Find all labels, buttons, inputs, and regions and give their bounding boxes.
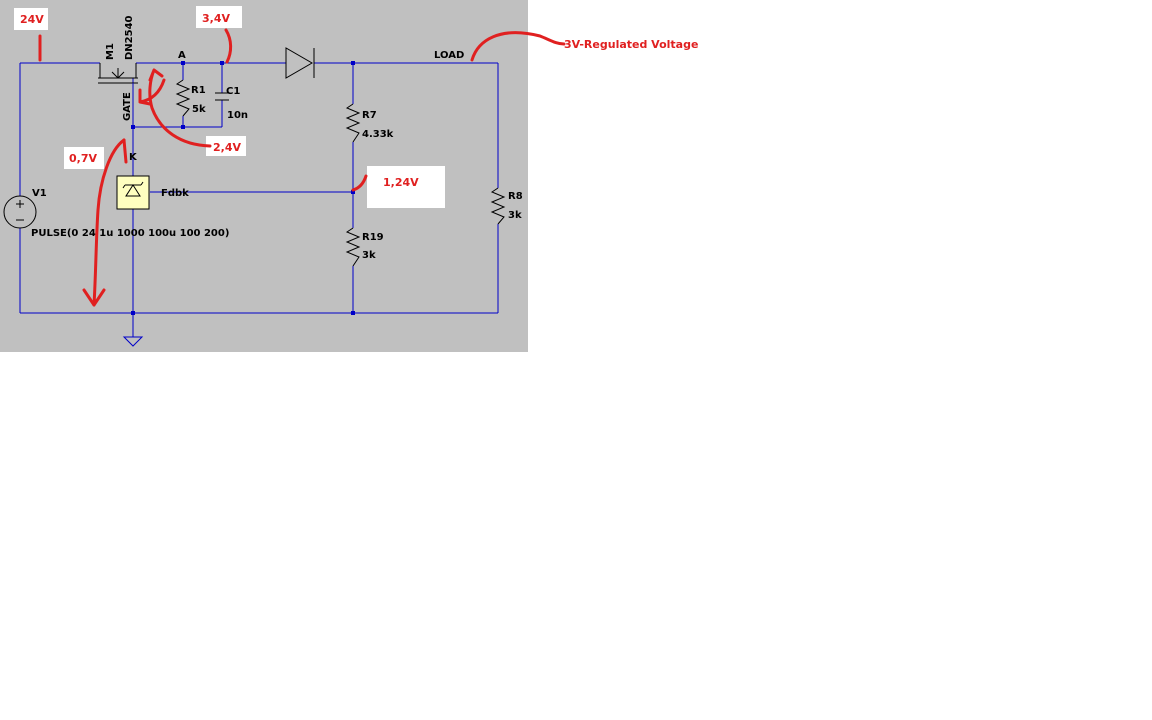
shunt-regulator	[116, 175, 150, 210]
annotation-0-7v: 0,7V	[69, 152, 97, 165]
mosfet-m1	[98, 63, 138, 88]
junction-dot	[351, 61, 355, 65]
fdbk-label: Fdbk	[161, 188, 189, 199]
r8-ref: R8	[508, 191, 523, 202]
annotation-box	[14, 8, 48, 30]
m1-model: DN2540	[124, 15, 135, 60]
junction-dot	[351, 311, 355, 315]
r7-ref: R7	[362, 110, 377, 121]
junctions	[131, 61, 355, 315]
wires	[19, 62, 499, 337]
annotation-box	[196, 6, 242, 28]
resistor-r8	[490, 187, 506, 225]
annotation-box	[64, 147, 104, 169]
stroke-3-4v	[224, 28, 233, 64]
annotation-3-4v: 3,4V	[202, 12, 230, 25]
capacitor-c1	[215, 92, 229, 101]
r7-value: 4.33k	[362, 129, 394, 140]
annotation-strokes	[38, 28, 566, 307]
annotation-box	[206, 136, 246, 156]
r1-value: 5k	[192, 104, 206, 115]
annotation-box	[367, 166, 445, 208]
v1-ref: V1	[32, 188, 47, 199]
annotation-1-24v: 1,24V	[383, 176, 419, 189]
annotation-24v: 24V	[20, 13, 44, 26]
resistor-r1	[175, 79, 191, 117]
junction-dot	[131, 311, 135, 315]
voltage-source-v1	[3, 195, 37, 229]
r19-ref: R19	[362, 232, 384, 243]
ground-symbol	[122, 336, 144, 347]
load-label: LOAD	[434, 50, 464, 61]
junction-dot	[181, 125, 185, 129]
stroke-2-4v-arrow-b	[138, 78, 166, 106]
stroke-0-7v-arrow	[82, 138, 126, 307]
r1-ref: R1	[191, 85, 206, 96]
r19-value: 3k	[362, 250, 376, 261]
junction-dot	[131, 125, 135, 129]
v1-value: PULSE(0 24 1u 1000 100u 100 200)	[31, 228, 229, 239]
stroke-0-7v-tick	[122, 138, 128, 164]
stroke-regulated	[470, 31, 566, 62]
junction-dot	[181, 61, 185, 65]
stroke-1-24v	[351, 174, 368, 192]
annotation-regulated-voltage: 3V-Regulated Voltage	[564, 38, 698, 51]
junction-dot	[220, 61, 224, 65]
node-k-label: K	[129, 152, 138, 163]
resistor-r19	[345, 227, 361, 267]
junction-dot	[351, 190, 355, 194]
resistor-r7	[345, 103, 361, 143]
r8-value: 3k	[508, 210, 522, 221]
annotation-2-4v: 2,4V	[213, 141, 241, 154]
diode	[285, 47, 315, 79]
c1-ref: C1	[226, 86, 240, 97]
stroke-2-4v-arrow-a	[148, 68, 212, 148]
annotation-boxes	[14, 6, 445, 208]
m1-ref: M1	[105, 43, 116, 60]
gate-label: GATE	[122, 92, 133, 121]
node-a-label: A	[178, 50, 186, 61]
c1-value: 10n	[227, 110, 248, 121]
